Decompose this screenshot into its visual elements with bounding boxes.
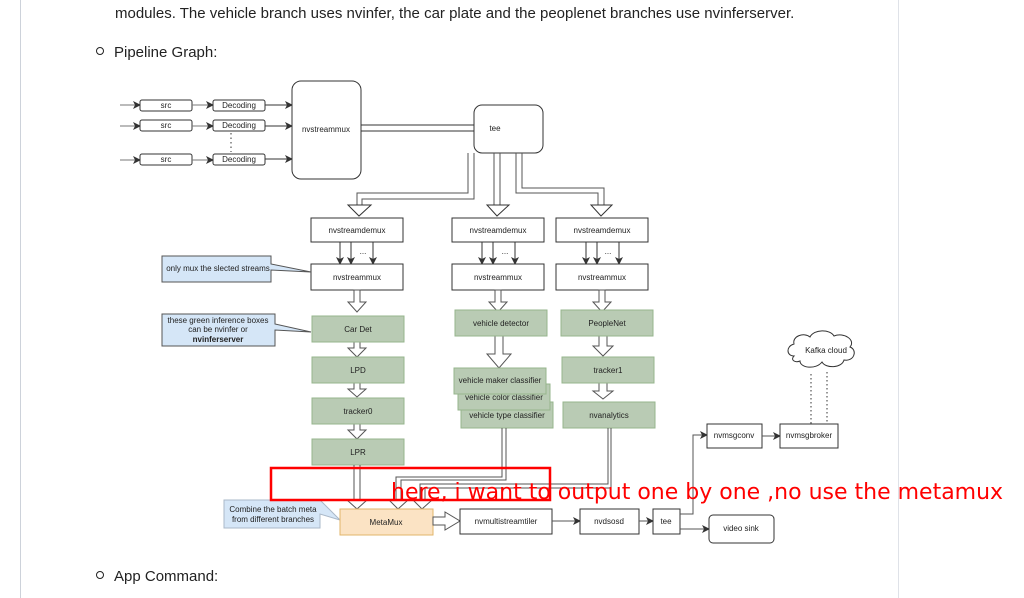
source-row: src Decoding — [120, 153, 293, 166]
bullet-dot-icon — [96, 571, 104, 580]
branch3-demux-label: nvstreamdemux — [574, 226, 631, 235]
car-det-label: Car Det — [344, 325, 372, 334]
nvanalytics-label: nvanalytics — [589, 411, 629, 420]
branch3-nvstreamdemux — [555, 217, 649, 243]
nvanalytics — [562, 401, 656, 429]
bullet-dot-icon — [96, 47, 104, 56]
src-label: src — [161, 155, 172, 164]
note-inference-line1: these green inference boxes — [168, 316, 269, 325]
decoding-label: Decoding — [222, 101, 256, 110]
vehicle-color-label: vehicle color classifier — [465, 393, 543, 402]
src-label: src — [161, 101, 172, 110]
infer-car-det — [311, 315, 405, 343]
dots-label: ... — [502, 247, 509, 256]
tee-main-label: tee — [489, 124, 501, 133]
metamux-label: MetaMux — [370, 518, 403, 527]
msgconv-label: nvmsgconv — [714, 431, 754, 440]
tracker0 — [311, 397, 405, 425]
nvmultistreamtiler — [459, 508, 553, 535]
vehicle-maker-label: vehicle maker classifier — [459, 376, 542, 385]
peoplenet-label: PeopleNet — [588, 319, 626, 328]
note-metamux-line1: Combine the batch meta — [229, 505, 317, 514]
kafka-cloud-label: Kafka cloud — [805, 346, 847, 355]
note-inference-line2: can be nvinfer or — [188, 325, 248, 334]
note-mux: only mux the slected streams — [161, 255, 312, 283]
bullet-pipeline-graph: Pipeline Graph: — [96, 44, 217, 61]
branch1-mux-label: nvstreammux — [333, 273, 381, 282]
osd-label: nvdsosd — [594, 517, 624, 526]
metamux-to-tiler-arrow — [432, 511, 461, 531]
vehicle-detector-label: vehicle detector — [473, 319, 529, 328]
tracker1 — [561, 356, 655, 384]
src-label: src — [161, 121, 172, 130]
nvdsosd — [579, 508, 640, 535]
tiler-label: nvmultistreamtiler — [475, 517, 538, 526]
vehicle-type-label: vehicle type classifier — [469, 411, 545, 420]
branch1-demux-label: nvstreamdemux — [329, 226, 386, 235]
tee-out — [652, 508, 681, 535]
branch2-demux-label: nvstreamdemux — [470, 226, 527, 235]
nvstreammux-main-label: nvstreammux — [302, 125, 350, 134]
source-row: src Decoding — [120, 99, 293, 112]
flow-arrows — [346, 289, 615, 440]
infer-vehicle-detector — [454, 309, 548, 337]
branch2-nvstreammux — [451, 263, 545, 291]
branch1-nvstreamdemux — [310, 217, 404, 243]
note-inference-line3: nvinferserver — [193, 335, 244, 344]
infer-lpr — [311, 438, 405, 466]
nvstreammux-main — [291, 80, 362, 180]
note-metamux: Combine the batch meta from different br… — [223, 499, 341, 529]
infer-peoplenet — [560, 309, 654, 337]
tracker0-label: tracker0 — [344, 407, 373, 416]
branch2-nvstreamdemux — [451, 217, 545, 243]
dots-label: ... — [605, 247, 612, 256]
metamux — [339, 508, 434, 536]
bullet-app-command: App Command: — [96, 568, 218, 585]
note-metamux-line2: from different branches — [232, 515, 314, 524]
infer-lpd — [311, 356, 405, 384]
branch3-nvstreammux — [555, 263, 649, 291]
tracker1-label: tracker1 — [594, 366, 623, 375]
vehicle-maker-classifier — [453, 367, 547, 395]
msgbroker-label: nvmsgbroker — [786, 431, 833, 440]
intro-paragraph: modules. The vehicle branch uses nvinfer… — [115, 5, 795, 22]
note-mux-label: only mux the slected streams — [166, 264, 270, 273]
note-inference: these green inference boxes can be nvinf… — [161, 313, 312, 347]
lpd-label: LPD — [350, 366, 366, 375]
tee-out-label: tee — [660, 517, 672, 526]
tee-main — [473, 104, 544, 154]
nvmsgconv — [706, 423, 763, 449]
video-sink-label: video sink — [723, 524, 760, 533]
dots-label: ... — [360, 247, 367, 256]
lpr-label: LPR — [350, 448, 366, 457]
kafka-cloud-icon — [787, 330, 855, 368]
annotation-highlight-box — [269, 466, 552, 502]
annotation-text: here, i want to output one by one ,no us… — [391, 480, 1004, 505]
video-sink — [708, 514, 775, 544]
branch2-mux-label: nvstreammux — [474, 273, 522, 282]
decoding-label: Decoding — [222, 121, 256, 130]
branch1-nvstreammux — [310, 263, 404, 291]
branch3-mux-label: nvstreammux — [578, 273, 626, 282]
source-row: src Decoding — [120, 119, 293, 132]
nvmsgbroker — [779, 423, 839, 449]
decoding-label: Decoding — [222, 155, 256, 164]
